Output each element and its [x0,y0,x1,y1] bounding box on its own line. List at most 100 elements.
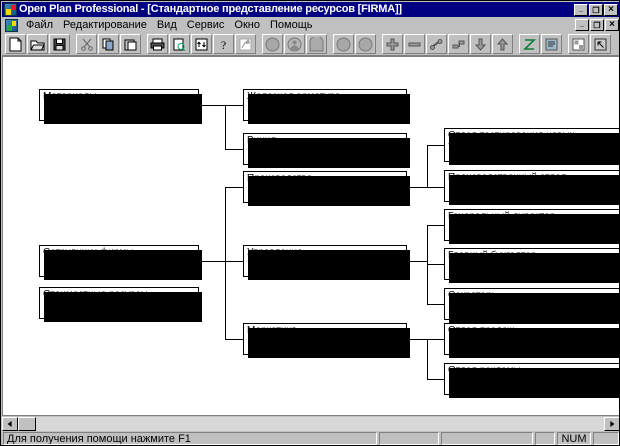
diagram-client-area[interactable]: Материалы Железная арматура Винил Произв… [2,56,619,415]
status-bar: Для получения помощи нажмите F1 NUM [2,431,619,445]
zigzag-icon[interactable] [519,34,540,54]
status-num-indicator: NUM [557,432,591,445]
copy-icon[interactable] [98,34,119,54]
connector-trunk-marketing [427,339,428,379]
save-disk-icon[interactable] [49,34,70,54]
connector-trunk-upravlenie [427,225,428,305]
print-icon[interactable] [147,34,168,54]
connector-to-zhel-armatura [225,105,243,106]
find-icon[interactable] [235,34,256,54]
connector-to-marketing [225,339,243,340]
scroll-thumb[interactable] [18,416,36,431]
connector-to-vinil [225,149,243,150]
connector-to-otdel-test [427,145,444,146]
expand-icon[interactable] [590,34,611,54]
child-close-button[interactable] [605,19,619,31]
new-file-icon[interactable] [5,34,26,54]
node-proizvodstvo[interactable]: Производство [243,171,410,206]
connector-to-otdel-prodazh [427,339,444,340]
restore-button[interactable] [589,3,603,16]
node-label: Генеральный директор [448,211,556,222]
connector-materialy-out [199,105,225,106]
node-label: Сотрудники фирмы [43,247,134,258]
print-preview-icon[interactable] [169,34,190,54]
node-vinil[interactable]: Винил [243,133,410,168]
node-generalnyy-direktor[interactable]: Генеральный директор [444,209,619,244]
connector-to-otdel-reklamy [427,379,444,380]
move-down-icon[interactable] [470,34,491,54]
connector-proizvodstvo-out [407,187,427,188]
connector-to-gen-direktor [427,225,444,226]
node-upravlenie[interactable]: Управление [243,245,410,280]
connector-to-proizv-otdel [427,187,444,188]
node-label: Отдел тестирования новых технологий [448,130,578,152]
report-icon[interactable] [541,34,562,54]
close-button[interactable] [604,3,618,16]
node-label: Производственный отдел [448,172,567,183]
node-label: Железная арматура [247,91,341,102]
node-label: Маркетинг [247,325,296,336]
scroll-left-arrow[interactable] [2,416,18,431]
node-label: Производство [247,173,313,184]
node-label: Отдел рекламы [448,365,521,376]
add-plus-icon[interactable] [382,34,403,54]
node-sotrudniki-firmy[interactable]: Сотрудники фирмы [39,245,202,280]
window-title: Open Plan Professional - [Стандартное пр… [19,3,402,15]
node-label: Отдел продаж [448,325,515,336]
node-otdel-reklamy[interactable]: Отдел рекламы [444,363,619,398]
horizontal-scrollbar[interactable] [2,415,619,431]
connector-to-sekretar [427,304,444,305]
menu-item-edit[interactable]: Редактирование [63,19,147,31]
open-folder-icon[interactable] [27,34,48,54]
status-pane-2 [379,432,439,445]
menu-item-view[interactable]: Вид [156,19,177,31]
resource-tree-canvas: Материалы Железная арматура Винил Произв… [3,57,619,415]
scrollbar-track[interactable] [18,416,604,431]
node-stoimostnye-resursy[interactable]: Стоимостные ресурсы [39,287,202,322]
child-minimize-button[interactable] [575,19,589,31]
connector-to-upravlenie [225,261,243,262]
sort-icon[interactable] [191,34,212,54]
link-icon[interactable] [426,34,447,54]
child-restore-button[interactable] [590,19,604,31]
connector-sotrudniki-out [199,261,225,262]
connector-to-proizvodstvo [225,187,243,188]
node-materialy[interactable]: Материалы [39,89,202,124]
remove-minus-icon[interactable] [404,34,425,54]
node-label: Управление [247,247,303,258]
app-window-icon[interactable] [4,3,17,16]
connector-trunk-proizvodstvo [427,145,428,187]
node-otdel-testirovaniya[interactable]: Отдел тестирования новых технологий [444,128,619,165]
help-question-icon[interactable]: ? [213,34,234,54]
circle-gray-icon[interactable] [333,34,354,54]
window-controls [573,3,619,16]
menu-item-window[interactable]: Окно [234,19,260,31]
resource-circle-icon[interactable] [262,34,283,54]
circle-gray2-icon[interactable] [355,34,376,54]
connector-trunk-materialy [225,105,226,149]
menu-item-file[interactable]: Файл [26,19,54,31]
node-otdel-prodazh[interactable]: Отдел продаж [444,323,619,358]
menu-item-service[interactable]: Сервис [186,19,225,31]
move-up-icon[interactable] [492,34,513,54]
node-label: Материалы [43,91,97,102]
connector-to-gl-buhgalter [427,264,444,265]
document-window-icon[interactable] [5,18,18,32]
status-pane-3 [441,432,533,445]
resource-person-icon[interactable] [284,34,305,54]
node-glavnyy-buhgalter[interactable]: Главный бухгалтер [444,248,619,283]
connector-marketing-out [407,339,427,340]
paste-icon[interactable] [120,34,141,54]
menu-item-help[interactable]: Помощь [269,19,313,31]
node-sekretar[interactable]: Секретарь [444,288,619,323]
resource-shape-icon[interactable] [306,34,327,54]
stair-icon[interactable] [448,34,469,54]
layout-icon[interactable] [568,34,589,54]
node-zheleznaya-armatura[interactable]: Железная арматура [243,89,410,124]
node-marketing[interactable]: Маркетинг [243,323,410,358]
scroll-right-arrow[interactable] [604,416,619,431]
cut-scissors-icon[interactable] [76,34,97,54]
node-proizvodstvennyy-otdel[interactable]: Производственный отдел [444,170,619,205]
connector-trunk-sotrudniki [225,187,226,339]
minimize-button[interactable] [574,3,588,16]
